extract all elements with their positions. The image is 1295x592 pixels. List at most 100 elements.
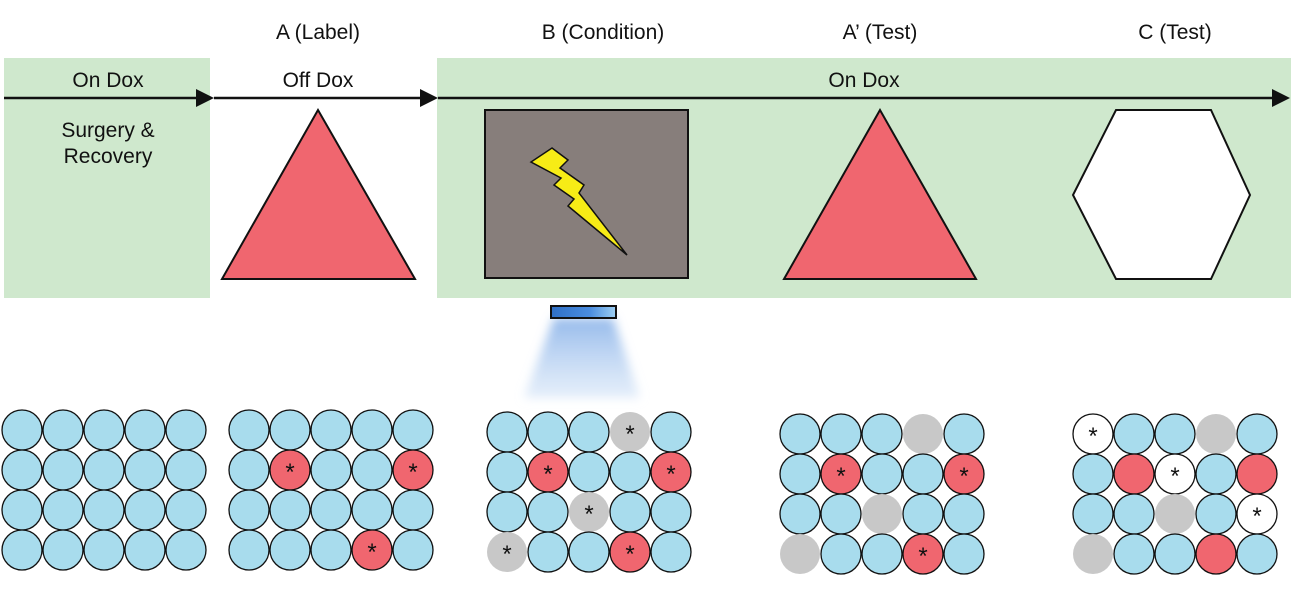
cell-neutral xyxy=(228,489,270,531)
cell-neutral xyxy=(83,409,125,451)
active-marker-star: * xyxy=(584,501,593,528)
surgery-text-line-2: Recovery xyxy=(64,145,153,168)
cell-neutral xyxy=(861,533,903,575)
cell-neutral xyxy=(1236,413,1278,455)
cell-neutral xyxy=(42,409,84,451)
cell-neutral xyxy=(165,489,207,531)
cell-neutral xyxy=(392,489,434,531)
header-c-test: C (Test) xyxy=(1138,21,1212,44)
active-marker-star: * xyxy=(1252,503,1261,530)
cell-neutral xyxy=(1113,533,1155,575)
cell-neutral xyxy=(609,491,651,533)
light-emitter-icon xyxy=(550,305,617,319)
cell-grid-a-prime-test: *** xyxy=(779,413,985,575)
cell-neutral xyxy=(83,529,125,571)
cell-neutral xyxy=(486,451,528,493)
cell-neutral xyxy=(1072,453,1114,495)
triangle-context-a xyxy=(220,107,417,280)
cell-neutral xyxy=(943,493,985,535)
cell-neutral xyxy=(392,409,434,451)
cell-neutral xyxy=(42,449,84,491)
cell-activated xyxy=(1196,414,1236,454)
cell-activated xyxy=(903,414,943,454)
active-marker-star: * xyxy=(836,463,845,490)
cell-neutral xyxy=(650,411,692,453)
cell-neutral xyxy=(83,449,125,491)
cell-neutral xyxy=(1154,413,1196,455)
cell-neutral xyxy=(165,529,207,571)
cell-engram xyxy=(1236,453,1278,495)
cell-neutral xyxy=(1154,533,1196,575)
cell-neutral xyxy=(165,449,207,491)
cell-neutral xyxy=(42,529,84,571)
cell-neutral xyxy=(228,409,270,451)
active-marker-star: * xyxy=(367,539,376,566)
cell-engram xyxy=(1113,453,1155,495)
active-marker-star: * xyxy=(408,459,417,486)
zone-label-on-dox-2: On Dox xyxy=(828,69,900,92)
on-dox-band-left xyxy=(4,58,210,298)
cell-engram xyxy=(1195,533,1237,575)
cell-neutral xyxy=(124,409,166,451)
cell-neutral xyxy=(779,453,821,495)
zone-label-off-dox: Off Dox xyxy=(283,69,354,92)
cell-activated xyxy=(1073,534,1113,574)
cell-neutral xyxy=(609,451,651,493)
header-b-condition: B (Condition) xyxy=(542,21,665,44)
cell-neutral xyxy=(527,491,569,533)
timeline-arrowhead-3 xyxy=(1272,89,1290,107)
active-marker-star: * xyxy=(918,543,927,570)
cell-neutral xyxy=(568,531,610,573)
cell-grid-pre xyxy=(1,409,207,571)
cell-neutral xyxy=(943,533,985,575)
cell-neutral xyxy=(861,413,903,455)
cell-neutral xyxy=(568,451,610,493)
cell-neutral xyxy=(1,409,43,451)
cell-neutral xyxy=(310,489,352,531)
cell-neutral xyxy=(1,449,43,491)
cell-neutral xyxy=(351,409,393,451)
cell-neutral xyxy=(124,449,166,491)
active-marker-star: * xyxy=(1170,463,1179,490)
cell-neutral xyxy=(861,453,903,495)
cell-activated xyxy=(610,412,650,452)
cell-neutral xyxy=(310,529,352,571)
active-marker-star: * xyxy=(625,541,634,568)
active-marker-star: * xyxy=(543,461,552,488)
cell-neutral xyxy=(779,413,821,455)
active-marker-star: * xyxy=(625,421,634,448)
cell-neutral xyxy=(83,489,125,531)
cell-neutral xyxy=(269,409,311,451)
cell-activated xyxy=(862,494,902,534)
cell-neutral xyxy=(902,493,944,535)
timeline-arrowhead-2 xyxy=(420,89,438,107)
cell-neutral xyxy=(42,489,84,531)
cell-neutral xyxy=(351,489,393,531)
cell-neutral xyxy=(351,449,393,491)
cell-neutral xyxy=(165,409,207,451)
cell-neutral xyxy=(527,531,569,573)
cell-neutral xyxy=(269,489,311,531)
active-marker-star: * xyxy=(666,461,675,488)
cell-neutral xyxy=(310,449,352,491)
lightning-bolt-icon xyxy=(529,147,628,256)
cell-neutral xyxy=(392,529,434,571)
active-marker-star: * xyxy=(1088,423,1097,450)
cell-neutral xyxy=(902,453,944,495)
shock-box-context xyxy=(484,109,689,279)
cell-neutral xyxy=(650,531,692,573)
cell-neutral xyxy=(820,533,862,575)
active-marker-star: * xyxy=(502,541,511,568)
surgery-text-line-1: Surgery & xyxy=(61,119,154,142)
cell-neutral xyxy=(310,409,352,451)
zone-label-on-dox-1: On Dox xyxy=(72,69,144,92)
cell-grid-label: *** xyxy=(228,409,434,571)
cell-activated xyxy=(780,534,820,574)
cell-neutral xyxy=(820,413,862,455)
cell-engram xyxy=(609,531,651,573)
cell-neutral xyxy=(1195,453,1237,495)
cell-neutral xyxy=(1,529,43,571)
cell-neutral xyxy=(527,411,569,453)
header-a-label: A (Label) xyxy=(276,21,360,44)
light-beam xyxy=(524,318,640,398)
